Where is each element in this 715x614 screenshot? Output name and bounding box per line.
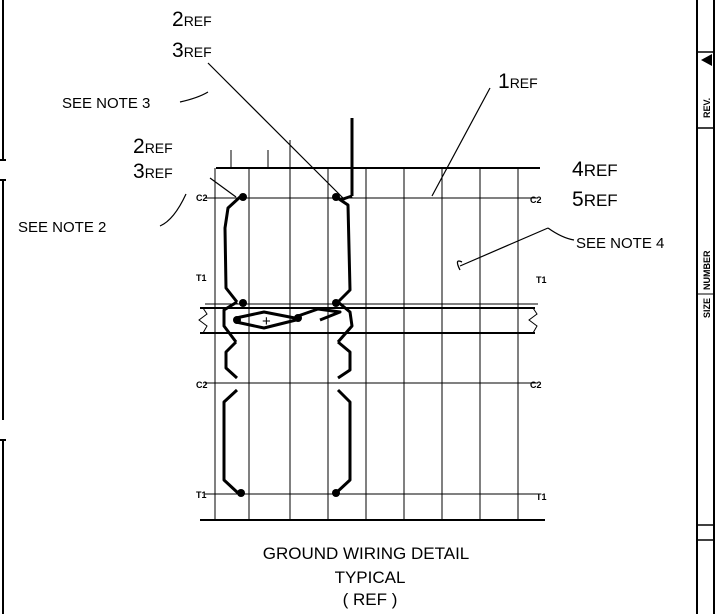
row-label-c2-left: C2 — [196, 193, 208, 203]
ref2-mid: 2REF — [133, 135, 173, 158]
row-label-c2-right: C2 — [530, 195, 542, 205]
grid — [200, 140, 545, 521]
number-label: NUMBER — [702, 250, 712, 290]
row-label-c2b-right: C2 — [530, 380, 542, 390]
rev-label: REV. — [702, 98, 712, 118]
row-label-t1-right: T1 — [536, 275, 547, 285]
title-block-strip — [696, 0, 715, 614]
see-note-4: SEE NOTE 4 — [576, 235, 664, 252]
ref4: 4REF — [572, 158, 618, 181]
row-label-t1-left: T1 — [196, 273, 207, 283]
ref5: 5REF — [572, 188, 618, 211]
ref3-mid: 3REF — [133, 160, 173, 183]
caption-typical: TYPICAL — [335, 568, 406, 587]
see-note-3: SEE NOTE 3 — [62, 95, 150, 112]
terminal-dots — [233, 193, 340, 497]
ground-plus-symbol: + — [262, 313, 271, 330]
size-label: SIZE — [702, 298, 712, 318]
bus-bar — [198, 307, 538, 334]
row-label-c2b-left: C2 — [196, 380, 208, 390]
ref2-top: 2REF — [172, 8, 212, 31]
see-note-2: SEE NOTE 2 — [18, 219, 106, 236]
ref1: 1REF — [498, 70, 538, 93]
ref3-top: 3REF — [172, 39, 212, 62]
caption-ref: ( REF ) — [343, 590, 398, 609]
left-border — [0, 0, 6, 614]
row-label-t1b-right: T1 — [536, 492, 547, 502]
ground-wires — [222, 118, 354, 495]
rev-triangle-icon — [701, 54, 712, 66]
leader-lines — [159, 62, 575, 267]
row-label-t1b-left: T1 — [196, 490, 207, 500]
caption-title: GROUND WIRING DETAIL — [263, 544, 470, 563]
